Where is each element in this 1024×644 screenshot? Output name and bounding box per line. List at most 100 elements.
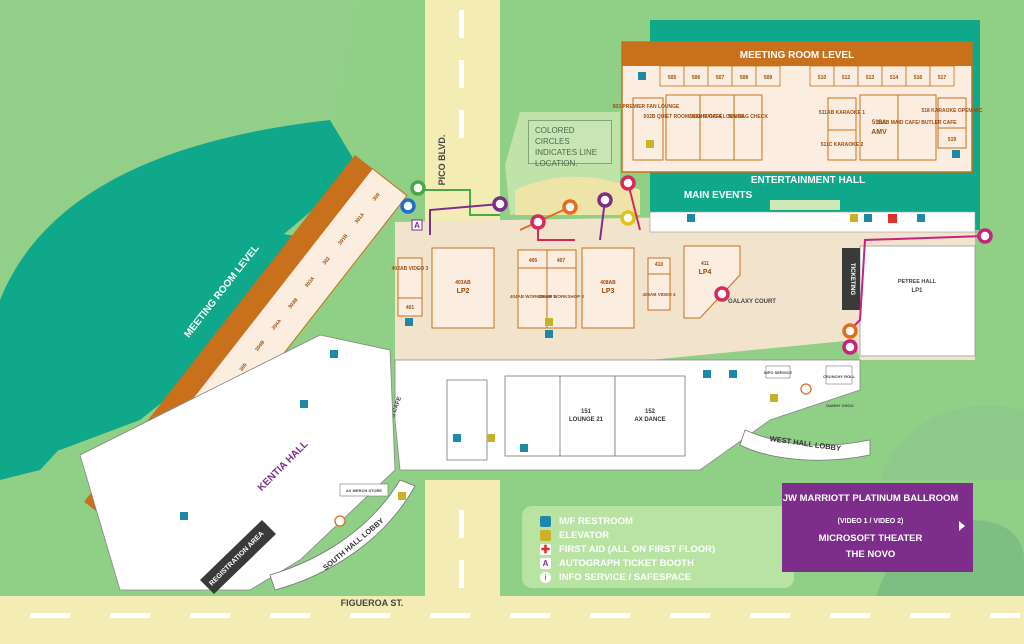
room-151: 151 <box>581 409 592 415</box>
restroom-icon <box>540 515 551 527</box>
ticketing-band <box>842 248 860 310</box>
lounge-21-label: LOUNGE 21 <box>569 417 604 423</box>
figueroa-dashes <box>30 613 1020 618</box>
room-511c: 511C KARAOKE 2 <box>821 142 864 148</box>
room-block-152 <box>614 375 686 457</box>
room-518: 518 KARAOKE OPEN MIC <box>921 108 983 114</box>
top-room-label: 514 <box>890 75 899 81</box>
line-circle-yellow <box>620 210 636 226</box>
jw-marriott-sub: (VIDEO 1 / VIDEO 2) <box>837 518 904 525</box>
chevron-right-icon[interactable] <box>959 521 965 531</box>
top-room-label: 506 <box>692 75 701 81</box>
mid-rooms <box>397 245 741 329</box>
top-room-cell <box>929 65 955 87</box>
top-lower-rooms <box>632 94 967 161</box>
legend-elevator-label: ELEVATOR <box>559 529 610 541</box>
the-novo-label: THE NOVO <box>845 549 896 560</box>
top-room-cell <box>755 65 781 87</box>
room-519: 519 <box>948 137 957 143</box>
galaxy-court-label: GALAXY COURT <box>728 299 776 305</box>
top-room-label: 510 <box>818 75 827 81</box>
line-location-note: COLORED CIRCLES INDICATES LINE LOCATION. <box>528 120 612 168</box>
first-aid-icon: ✚ <box>540 543 551 556</box>
room-515b: 515B MAID CAFE/ BUTLER CAFE <box>877 120 957 126</box>
room-405: 405 <box>529 258 538 264</box>
top-room-label: 509 <box>764 75 773 81</box>
line-circles <box>400 175 993 355</box>
room-515a-name: AMV <box>871 129 887 136</box>
legend-first-aid-label: FIRST AID (ALL ON FIRST FLOOR) <box>559 543 716 555</box>
room-403ab: 403AB <box>455 280 471 286</box>
room-511ab: 511AB KARAOKE 1 <box>819 110 865 116</box>
line-paths <box>418 182 986 331</box>
petree-hall-code: LP1 <box>911 288 923 294</box>
west-hall-lobby <box>739 429 871 461</box>
offsite-venues-button[interactable]: JW MARRIOTT PLATINUM BALLROOM (VIDEO 1 /… <box>782 483 973 572</box>
autograph-booth-icon <box>411 219 423 231</box>
legend-autograph: A AUTOGRAPH TICKET BOOTH <box>540 556 694 570</box>
room-411: 411 <box>701 261 709 267</box>
legend-restroom: M/F RESTROOM <box>540 514 633 528</box>
microsoft-theater-label: MICROSOFT THEATER <box>818 533 923 544</box>
legend-info-label: INFO SERVICE / SAFESPACE <box>559 571 692 583</box>
south-hall-lobby <box>269 479 416 591</box>
left-room-label: 300 <box>372 192 382 202</box>
meeting-banner-top <box>622 42 972 66</box>
first-aid-icon <box>888 214 897 223</box>
room-501: 501 BAG CHECK <box>728 114 768 120</box>
road-dash <box>459 560 464 588</box>
entertainment-hall-label: ENTERTAINMENT HALL <box>751 175 865 186</box>
restroom-icon <box>952 150 960 158</box>
info-icon: i <box>540 571 551 583</box>
room-402ab: 402AB VIDEO 3 <box>392 266 429 272</box>
elevator-icons <box>398 214 858 500</box>
ax-merch-booth <box>339 483 389 497</box>
room-404ab: 404AB WORKSHOP 1 <box>510 294 556 299</box>
figueroa-road <box>0 596 1024 644</box>
legend-elevator: ELEVATOR <box>540 528 609 542</box>
line-circle-magenta <box>977 228 993 244</box>
figueroa-st-label: FIGUEROA ST. <box>341 598 404 608</box>
line-circle-red <box>714 286 730 302</box>
restroom-icons <box>180 214 925 520</box>
left-room-label: 302 <box>322 256 332 266</box>
room-lp2: LP2 <box>457 288 470 295</box>
room-408ab: 408AB <box>600 280 616 286</box>
exhibit-building <box>79 334 396 591</box>
room-407: 407 <box>557 258 566 264</box>
legend-first-aid: ✚ FIRST AID (ALL ON FIRST FLOOR) <box>540 542 715 556</box>
autograph-letter: A <box>414 221 420 230</box>
pico-blvd-label: PICO BLVD. <box>437 135 447 186</box>
room-lp4: LP4 <box>699 269 712 276</box>
registration-band <box>200 520 276 594</box>
grass-hill <box>880 405 1024 480</box>
top-room-label: 512 <box>842 75 851 81</box>
room-410: 410 <box>655 262 664 268</box>
line-circle-green <box>410 180 426 196</box>
line-circle-purple <box>597 192 613 208</box>
line-circle-blue <box>400 198 416 214</box>
concourse-bottom <box>395 330 655 350</box>
legend-restroom-label: M/F RESTROOM <box>559 515 633 527</box>
service-block <box>446 379 488 461</box>
info-desk <box>765 365 791 379</box>
danny-choo-label: DANNY CHOO <box>826 403 853 408</box>
room-152: 152 <box>645 409 656 415</box>
petree-hall-label: PETREE HALL <box>898 279 937 285</box>
legend: M/F RESTROOM ELEVATOR ✚ FIRST AID (ALL O… <box>522 506 794 588</box>
road-dash <box>459 10 464 38</box>
meeting-level-top-label: MEETING ROOM LEVEL <box>740 50 854 61</box>
ticketing-label: TICKETING <box>849 263 855 296</box>
info-icon <box>334 515 346 527</box>
room-406ab: 406AB WORKSHOP 2 <box>538 294 584 299</box>
road-dash <box>459 510 464 538</box>
room-409ab: 409AB VIDEO 4 <box>642 292 676 297</box>
room-lp3: LP3 <box>602 288 615 295</box>
main-events-label: MAIN EVENTS <box>684 190 753 201</box>
line-circle-magenta <box>842 339 858 355</box>
top-room-label: 513 <box>866 75 875 81</box>
teal-field <box>0 221 330 450</box>
left-room-label: 305 <box>239 362 249 372</box>
